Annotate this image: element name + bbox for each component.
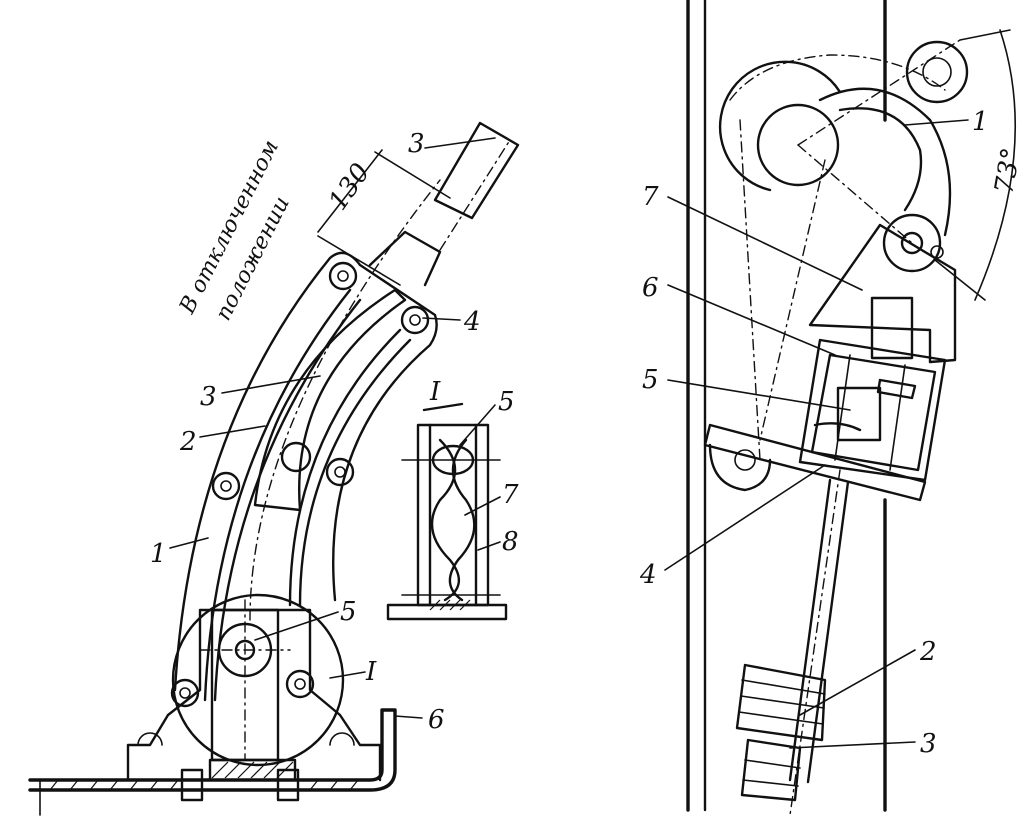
bottom-bracket bbox=[126, 593, 382, 802]
callout-left-5: 5 bbox=[340, 597, 357, 627]
inset-title-I: I bbox=[429, 377, 441, 407]
callout-inset-7: 7 bbox=[502, 480, 519, 510]
callout-left-1: 1 bbox=[150, 539, 167, 569]
callout-left-2: 2 bbox=[179, 427, 197, 457]
angle-73-label: 73° bbox=[989, 146, 1027, 197]
callout-left-6: 6 bbox=[428, 705, 445, 735]
cam-mechanism bbox=[718, 39, 969, 461]
callout-inset-5: 5 bbox=[498, 387, 515, 417]
base-plate bbox=[28, 708, 397, 816]
curved-arm bbox=[173, 179, 441, 702]
inset-detail-I bbox=[386, 402, 508, 621]
callout-right-7: 7 bbox=[642, 182, 659, 212]
movable-rod bbox=[368, 121, 520, 287]
wall-panel bbox=[686, 0, 887, 812]
callout-inset-8: 8 bbox=[502, 527, 519, 557]
left-assembly: 130 В отключенном положении bbox=[28, 121, 520, 816]
right-leaders bbox=[664, 119, 969, 749]
callout-left-I: I bbox=[365, 657, 377, 687]
callout-left-4: 4 bbox=[463, 307, 481, 337]
spring-rod bbox=[735, 469, 850, 816]
callout-left-3-top: 3 bbox=[408, 129, 425, 159]
callout-right-2: 2 bbox=[919, 637, 937, 667]
contact-block bbox=[703, 296, 947, 502]
callout-left-3: 3 bbox=[200, 382, 217, 412]
callout-right-3: 3 bbox=[920, 729, 937, 759]
callout-right-5: 5 bbox=[642, 365, 659, 395]
callout-right-4: 4 bbox=[639, 560, 657, 590]
angle-73: 73° bbox=[934, 29, 1027, 301]
left-leaders bbox=[169, 137, 501, 719]
right-assembly: 73° bbox=[639, 0, 1027, 816]
callout-right-1: 1 bbox=[972, 107, 989, 137]
callout-right-6: 6 bbox=[642, 273, 659, 303]
bracket-plate bbox=[808, 223, 957, 364]
